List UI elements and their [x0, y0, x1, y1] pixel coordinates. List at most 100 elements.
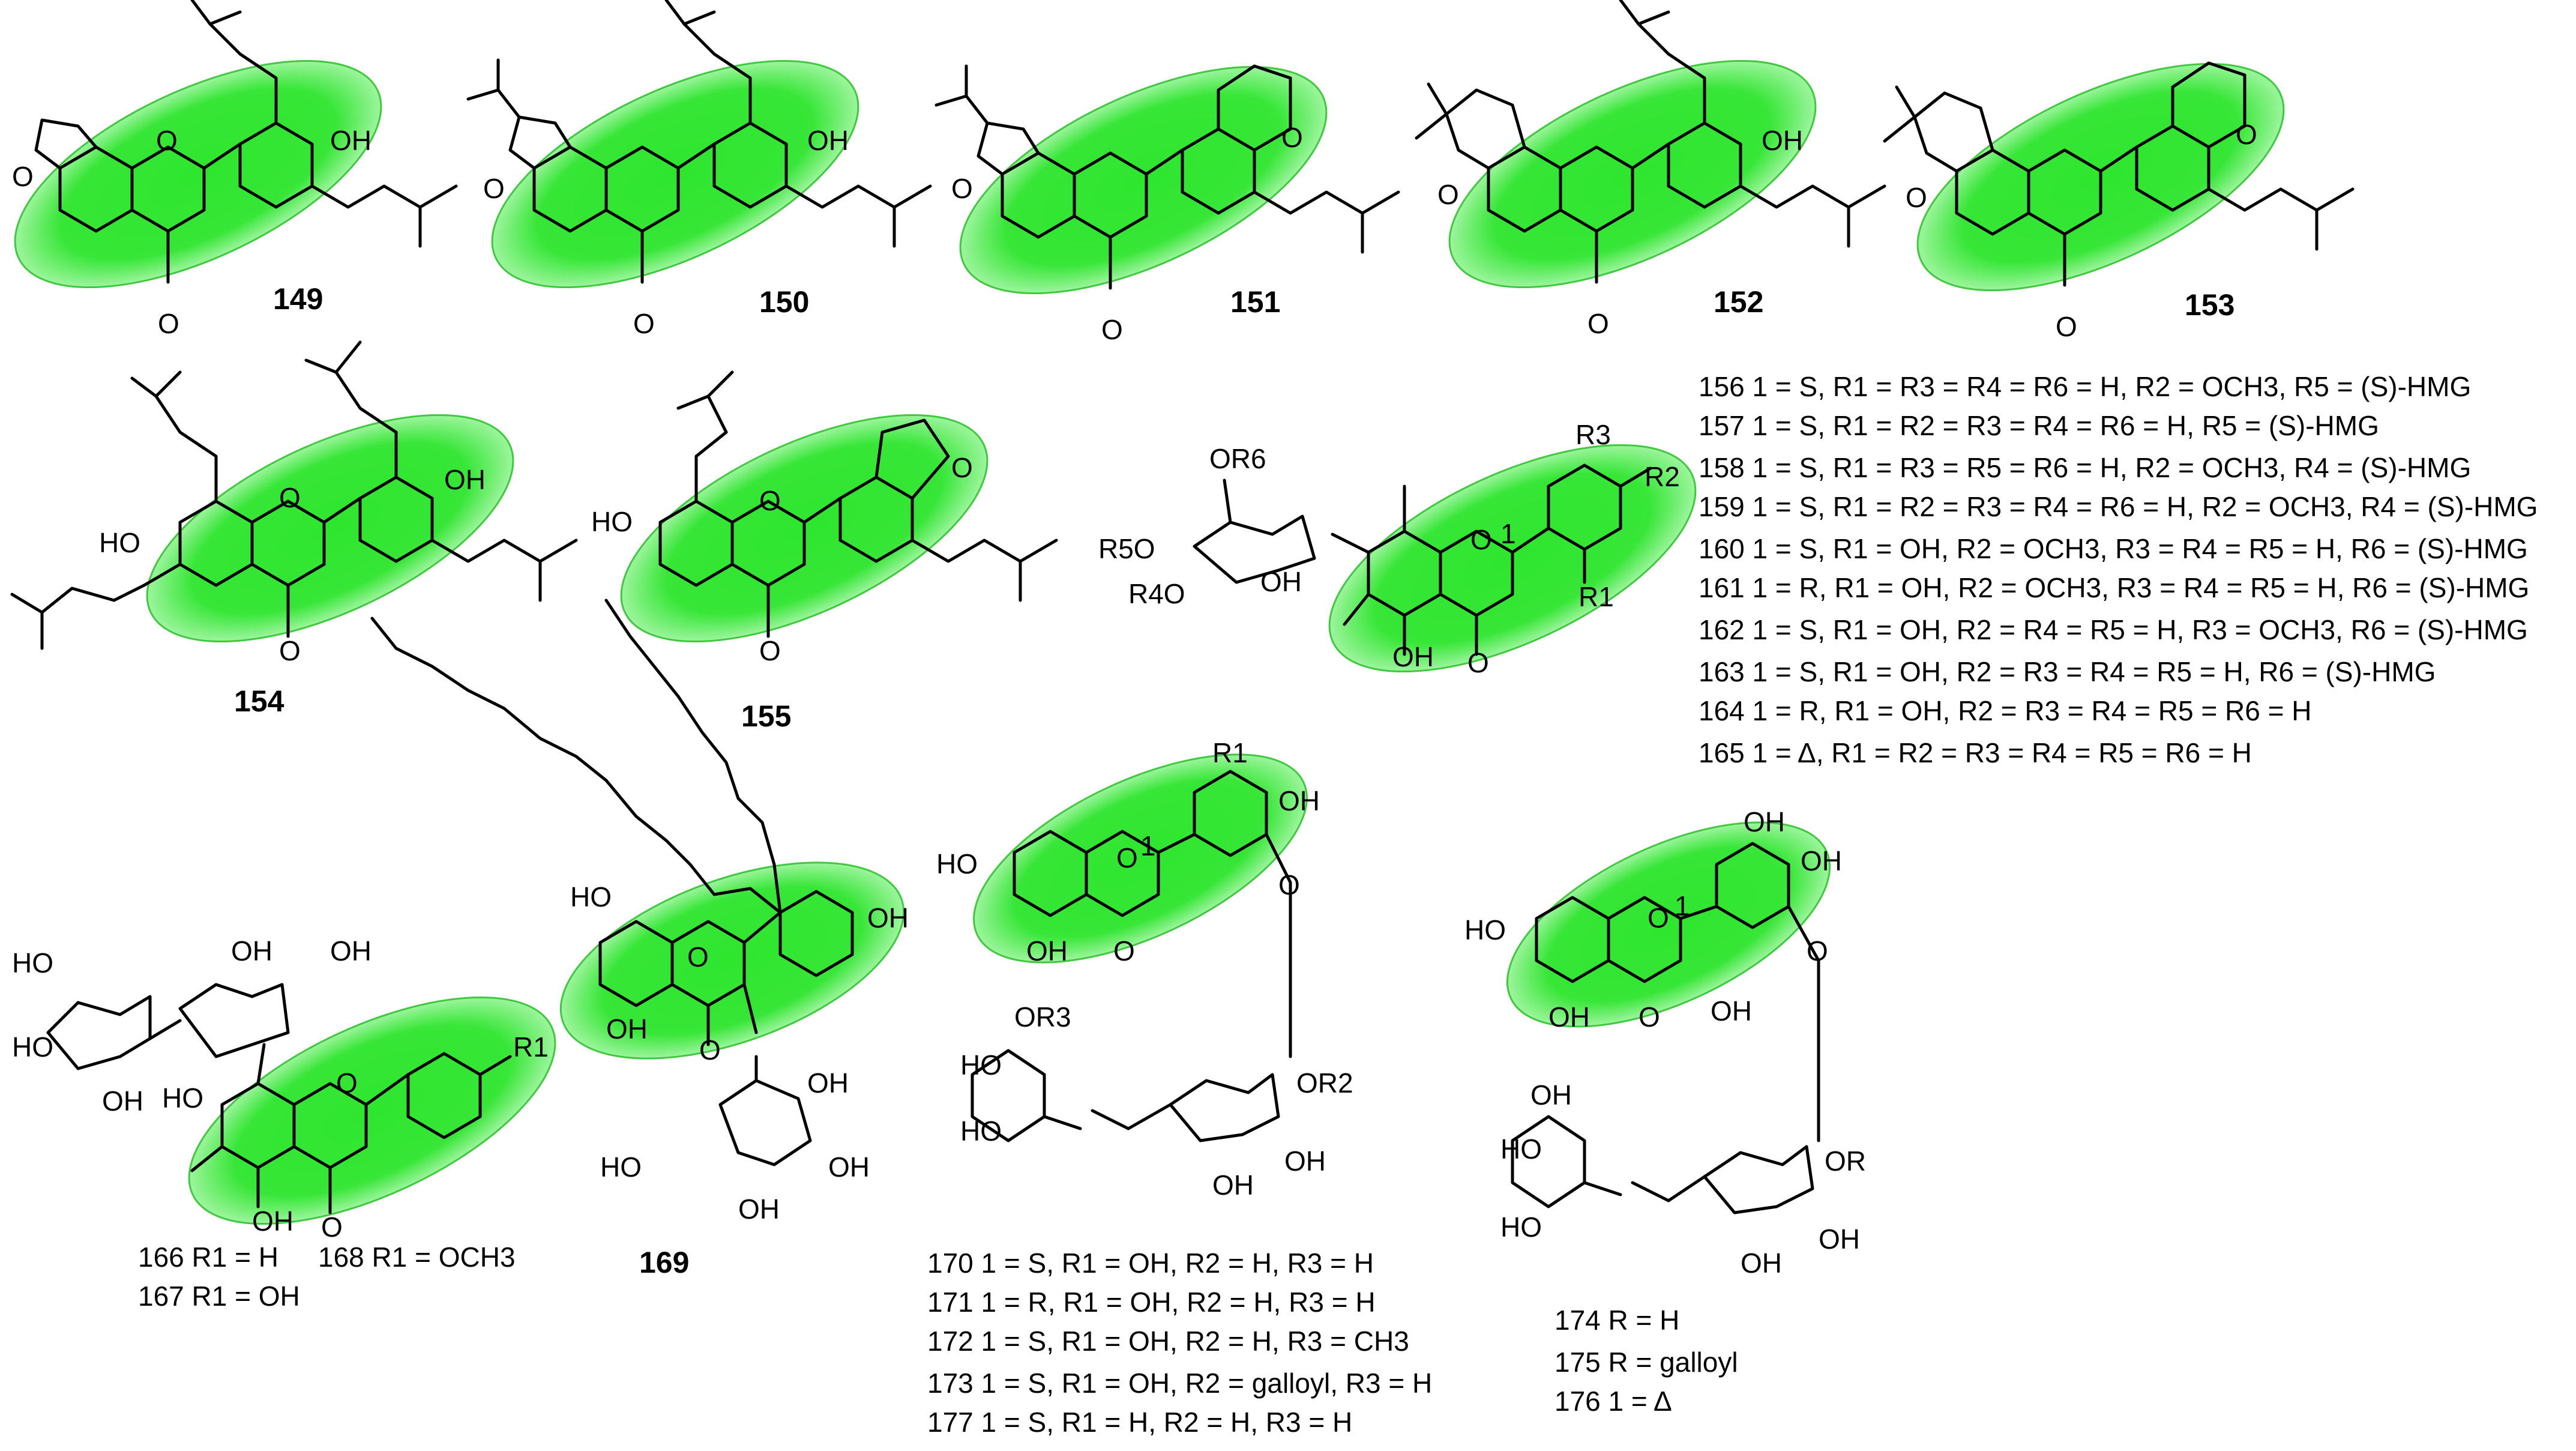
atom-label: HO	[960, 1115, 1002, 1147]
compound-number: 149	[273, 282, 323, 316]
table-row: 166 R1 = H	[138, 1241, 278, 1273]
atom-label: OH	[1819, 1223, 1860, 1255]
atom-label: O	[687, 941, 709, 973]
atom-label: O	[1278, 869, 1300, 900]
atom-label: OH	[1744, 806, 1785, 837]
atom-label: HO	[99, 527, 140, 558]
atom-label: HO	[570, 881, 612, 913]
table-row: 162 1 = S, R1 = OH, R2 = R4 = R5 = H, R3…	[1699, 614, 2528, 645]
atom-label: O	[1906, 182, 1927, 213]
atom-label: O	[156, 125, 178, 156]
atom-label: HO	[1464, 914, 1506, 946]
atom-label: OH	[1392, 641, 1434, 672]
table-row: 172 1 = S, R1 = OH, R2 = H, R3 = CH3	[927, 1326, 1409, 1357]
atom-label: O	[1437, 179, 1459, 210]
table-row: 161 1 = R, R1 = OH, R2 = OCH3, R3 = R4 =…	[1699, 572, 2529, 603]
highlight-ellipse	[959, 65, 1328, 295]
atom-label: OH	[1284, 1145, 1326, 1177]
table-row: 177 1 = S, R1 = H, R2 = H, R3 = H	[927, 1407, 1352, 1438]
compound-number: 155	[741, 699, 791, 733]
atom-label: O	[1101, 314, 1123, 345]
atom-label: OH	[1212, 1169, 1254, 1201]
compound-154: HO O O OH 154	[10, 340, 578, 718]
substituent-table-174-176: 174 R = H 175 R = galloyl 176 1 = Δ	[1554, 1305, 1738, 1417]
atom-label: O	[1639, 1001, 1660, 1033]
atom-label: O	[633, 308, 655, 339]
atom-label: OH	[1548, 1001, 1590, 1033]
atom-label: HO	[591, 506, 633, 537]
atom-label: OR	[1825, 1145, 1866, 1177]
atom-label: O	[759, 635, 781, 666]
atom-label: O	[1587, 308, 1609, 339]
atom-label: O	[1470, 524, 1492, 555]
atom-label: O	[951, 452, 973, 483]
atom-label: OH	[102, 1085, 143, 1117]
compound-number: 152	[1714, 285, 1763, 319]
atom-label: HO	[12, 947, 53, 979]
atom-label: OH	[1801, 845, 1842, 876]
atom-label: OH	[807, 1067, 849, 1099]
compound-153: O O O 153	[1883, 61, 2355, 342]
atom-label: O	[279, 482, 301, 513]
atom-label: O	[336, 1067, 358, 1099]
atom-label: OH	[330, 125, 372, 156]
atom-label: HO	[162, 1082, 203, 1114]
atom-label: OR6	[1209, 443, 1266, 474]
atom-label: OH	[1762, 125, 1803, 156]
atom-label: HO	[600, 1151, 642, 1183]
table-row: 173 1 = S, R1 = OH, R2 = galloyl, R3 = H	[927, 1368, 1432, 1399]
compound-156-165-scaffold: OR6 R5O R4O OH OH O O 1 R3 R2 R1	[1098, 419, 1697, 678]
atom-label: R4O	[1128, 578, 1185, 609]
atom-label: O	[1113, 935, 1135, 967]
atom-label: OH	[738, 1193, 780, 1225]
atom-label: O	[699, 1034, 721, 1066]
table-row: 164 1 = R, R1 = OH, R2 = R3 = R4 = R5 = …	[1699, 695, 2311, 726]
compound-151: O O O 151	[934, 64, 1400, 345]
atom-label: OH	[828, 1151, 870, 1183]
atom-label: O	[1648, 902, 1669, 934]
atom-label: O	[321, 1211, 343, 1243]
atom-label: O	[2236, 119, 2257, 150]
substituent-table-166-168: 166 R1 = H 168 R1 = OCH3 167 R1 = OH	[138, 1241, 516, 1312]
atom-label: O	[2056, 311, 2077, 342]
highlight-ellipse	[146, 414, 514, 643]
highlight-ellipse	[1506, 821, 1831, 1028]
table-row: 167 R1 = OH	[138, 1281, 300, 1312]
atom-label: OH	[867, 902, 909, 934]
atom-label: HO	[1500, 1133, 1542, 1165]
compound-number: 153	[2185, 288, 2234, 322]
atom-label: OH	[330, 935, 372, 967]
atom-label: HO	[960, 1049, 1002, 1081]
atom-label: O	[1281, 122, 1303, 153]
compound-170-177: HO OH O O 1 R1 OH O OR3 HO HO OR2 OH OH	[936, 737, 1353, 1201]
atom-label: O	[951, 173, 973, 204]
atom-label: R1	[1578, 581, 1614, 612]
table-row: 171 1 = R, R1 = OH, R2 = H, R3 = H	[927, 1287, 1376, 1318]
atom-label: OR2	[1296, 1067, 1353, 1099]
table-row: 157 1 = S, R1 = R2 = R3 = R4 = R6 = H, R…	[1699, 410, 2379, 441]
compound-number: 150	[759, 285, 809, 319]
substituent-table-170-177: 170 1 = S, R1 = OH, R2 = H, R3 = H 171 1…	[927, 1247, 1432, 1438]
atom-label: O	[1807, 935, 1828, 967]
atom-label: HO	[12, 1031, 53, 1063]
compound-150: O O OH 150	[466, 0, 932, 339]
atom-label: OH	[1530, 1079, 1572, 1111]
table-row: 163 1 = S, R1 = OH, R2 = R3 = R4 = R5 = …	[1699, 656, 2436, 687]
compound-149: O O O OH 149	[12, 0, 458, 339]
compound-166-168: OH OH HO HO OH HO OH O O R1	[12, 935, 556, 1243]
table-row: 170 1 = S, R1 = OH, R2 = H, R3 = H	[927, 1247, 1374, 1279]
table-row: 159 1 = S, R1 = R2 = R3 = R4 = R6 = H, R…	[1699, 491, 2538, 522]
compound-169: HO OH O O OH OH OH OH HO 169	[370, 599, 909, 1279]
compound-174-176: HO OH O OH O 1 OH OH O OH HO HO OR OH OH	[1464, 806, 1866, 1279]
compound-number: 169	[639, 1246, 689, 1279]
atom-label: HO	[936, 848, 978, 879]
atom-label: OH	[231, 935, 272, 967]
table-row: 160 1 = S, R1 = OH, R2 = OCH3, R3 = R4 =…	[1699, 533, 2528, 564]
atom-label: R1	[513, 1031, 549, 1063]
compound-number: 154	[234, 684, 284, 718]
atom-label: O	[158, 308, 179, 339]
atom-label: 1	[1675, 890, 1690, 922]
atom-label: R2	[1645, 461, 1680, 492]
atom-label: 1	[1140, 830, 1156, 861]
